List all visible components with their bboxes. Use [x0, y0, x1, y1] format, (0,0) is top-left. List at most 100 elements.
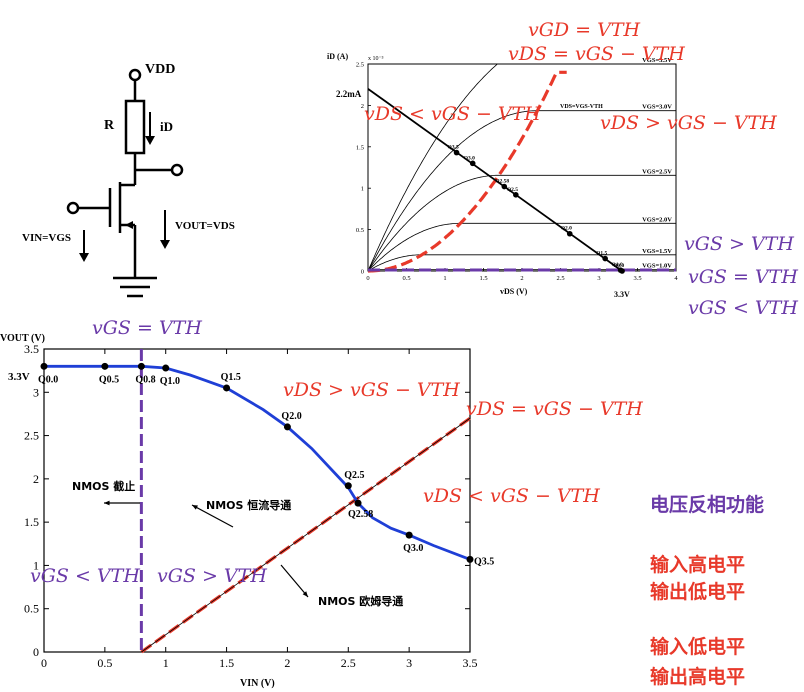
bottom-x-tick-label: 2.5 — [341, 656, 356, 670]
iv-curve-VGS=2.0V — [367, 222, 676, 272]
bottom-q-label: Q3.0 — [403, 543, 423, 554]
bottom-q-point — [40, 362, 48, 370]
bottom-vdd-label: 3.3V — [8, 371, 30, 383]
eq-triode-top: vDS < vGS − VTH — [364, 103, 541, 125]
bottom-q-label: Q1.5 — [221, 372, 241, 383]
top-q-label: Q3.5 — [448, 145, 459, 151]
top-vdd-label: 3.3V — [614, 290, 630, 299]
top-y-tick-label: 1 — [361, 186, 364, 193]
top-q-point — [619, 268, 625, 274]
vout-arrowhead — [160, 240, 170, 249]
iv-curve-VGS=2.5V — [367, 174, 676, 272]
top-q-label: Q0.0 — [613, 263, 624, 269]
bottom-q-label: Q2.5 — [344, 470, 364, 481]
bottom-y-tick-label: 0.5 — [24, 602, 39, 616]
top-x-tick-label: 3 — [597, 275, 600, 282]
inverter-title: 电压反相功能 — [650, 494, 765, 516]
region-cutoff-label: NMOS 截止 — [72, 480, 136, 493]
bottom-xlabel: VIN (V) — [240, 678, 275, 689]
bottom-x-tick-label: 3.5 — [463, 656, 478, 670]
vdd-terminal — [128, 68, 142, 82]
top-q-point — [566, 230, 573, 237]
bottom-x-tick-label: 0 — [41, 656, 47, 670]
bottom-x-tick-label: 1 — [163, 656, 169, 670]
vgs-label: VGS=1.5V — [642, 248, 672, 255]
cond-vgs-lt-vth: vGS < VTH — [688, 297, 798, 319]
bottom-q-point — [162, 364, 170, 372]
diag-eq-label: vDS = vGS − VTH — [466, 398, 643, 420]
nmos-circuit — [66, 68, 184, 298]
top-plot-frame — [367, 63, 677, 272]
bottom-x-tick-label: 0.5 — [97, 656, 112, 670]
note-output-high: 输出高电平 — [650, 666, 746, 688]
top-x-tick-label: 3.5 — [633, 275, 641, 282]
note-output-low: 输出低电平 — [650, 581, 746, 603]
top-q-label: Q1.0 — [612, 262, 623, 268]
bottom-q-point — [405, 531, 413, 539]
top-x-tick-label: 0.5 — [402, 275, 410, 282]
vgs-label: VGS=2.0V — [642, 216, 672, 223]
top-xlabel: vDS (V) — [500, 287, 528, 296]
bottom-x-tick-label: 2 — [284, 656, 290, 670]
iv-curve-VGS=3.5V — [367, 63, 676, 272]
saturation-arrow — [191, 504, 234, 528]
vgs-gt-vth-bottom: vGS > VTH — [157, 565, 267, 587]
cond-vgs-eq-vth: vGS = VTH — [688, 266, 798, 288]
eq-vgd-vth: vGD = VTH — [528, 19, 641, 41]
top-q-label: Q1.5 — [596, 251, 607, 257]
bottom-q-point — [344, 482, 352, 490]
bottom-x-tick-label: 3 — [406, 656, 412, 670]
vdd-label: VDD — [145, 62, 176, 77]
bottom-q-point — [137, 362, 145, 370]
diagonal-thin — [141, 417, 471, 653]
resistor — [124, 99, 146, 155]
vgs-label: VGS=3.5V — [642, 57, 672, 64]
bottom-q-label: Q2.0 — [281, 411, 301, 422]
top-q-label: Q2.0 — [561, 226, 572, 232]
ohmic-arrow — [280, 564, 309, 598]
bottom-q-label: Q0.0 — [38, 374, 58, 385]
vin-arrowhead — [79, 253, 89, 262]
top-ylabel: iD (A) — [327, 52, 349, 61]
bottom-y-tick-label: 3 — [33, 385, 39, 399]
top-x-tick-label: 1.5 — [479, 275, 487, 282]
bottom-y-tick-label: 1 — [33, 558, 39, 572]
note-input-high: 输入高电平 — [650, 554, 746, 576]
bottom-q-label: Q0.8 — [135, 374, 155, 385]
top-x-tick-label: 2 — [520, 275, 523, 282]
top-q-label: Q2.58 — [495, 179, 509, 185]
top-y-tick-label: 2 — [361, 103, 364, 110]
top-x-tick-label: 2.5 — [556, 275, 564, 282]
vin-label: VIN=VGS — [22, 232, 72, 244]
vgs-lt-vth-bottom: vGS < VTH — [30, 565, 140, 587]
bottom-q-point — [466, 555, 474, 563]
bottom-x-tick-label: 1.5 — [219, 656, 234, 670]
top-x-tick-label: 4 — [674, 275, 678, 282]
bottom-q-point — [283, 423, 291, 431]
top-y-tick-label: 0.5 — [356, 227, 364, 234]
bottom-q-label: Q3.5 — [474, 556, 494, 567]
bottom-q-label: Q0.5 — [99, 374, 119, 385]
region-saturation-label: NMOS 恒流导通 — [206, 499, 292, 512]
top-q-label: Q2.5 — [507, 187, 518, 193]
bottom-y-tick-label: 1.5 — [24, 515, 39, 529]
top-q-point — [469, 160, 476, 167]
top-x-tick-label: 0 — [366, 275, 369, 282]
id-label: iD — [160, 119, 173, 134]
vout-label: VOUT=VDS — [175, 220, 235, 232]
top-q-point — [602, 255, 608, 262]
ohmic-arrow-head — [302, 591, 308, 597]
bottom-y-tick-label: 0 — [33, 645, 39, 659]
bottom-ylabel: VOUT (V) — [0, 333, 45, 344]
load-line — [367, 88, 623, 272]
bottom-q-label: Q1.0 — [160, 376, 180, 387]
diag-lt-label: vDS < vGS − VTH — [423, 485, 600, 507]
vgs-label: VGS=2.5V — [642, 168, 672, 175]
boundary-label: VDS=VGS-VTH — [560, 104, 603, 110]
bottom-y-tick-label: 3.5 — [24, 342, 39, 356]
vgs-eq-vth-bottom: vGS = VTH — [92, 317, 202, 339]
top-x-tick-label: 1 — [443, 275, 446, 282]
